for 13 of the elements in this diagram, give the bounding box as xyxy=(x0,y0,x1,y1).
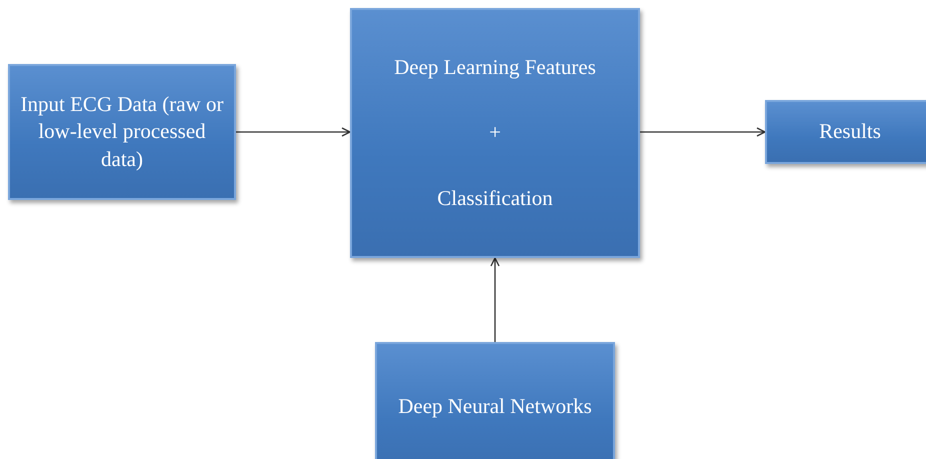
process-box xyxy=(8,64,236,200)
box-label: Input ECG Data (raw or low-level processed data) xyxy=(20,91,224,173)
process-box xyxy=(350,8,640,258)
box-label: + xyxy=(489,119,501,146)
box-label: Deep Neural Networks xyxy=(398,393,592,420)
box-label: Results xyxy=(819,118,881,146)
arrow xyxy=(640,127,766,137)
arrow xyxy=(490,257,500,342)
process-box xyxy=(765,100,926,164)
process-box xyxy=(375,342,615,459)
arrow xyxy=(236,127,351,137)
box-label: Classification xyxy=(437,184,553,212)
box-label: Deep Learning Features xyxy=(394,54,596,82)
